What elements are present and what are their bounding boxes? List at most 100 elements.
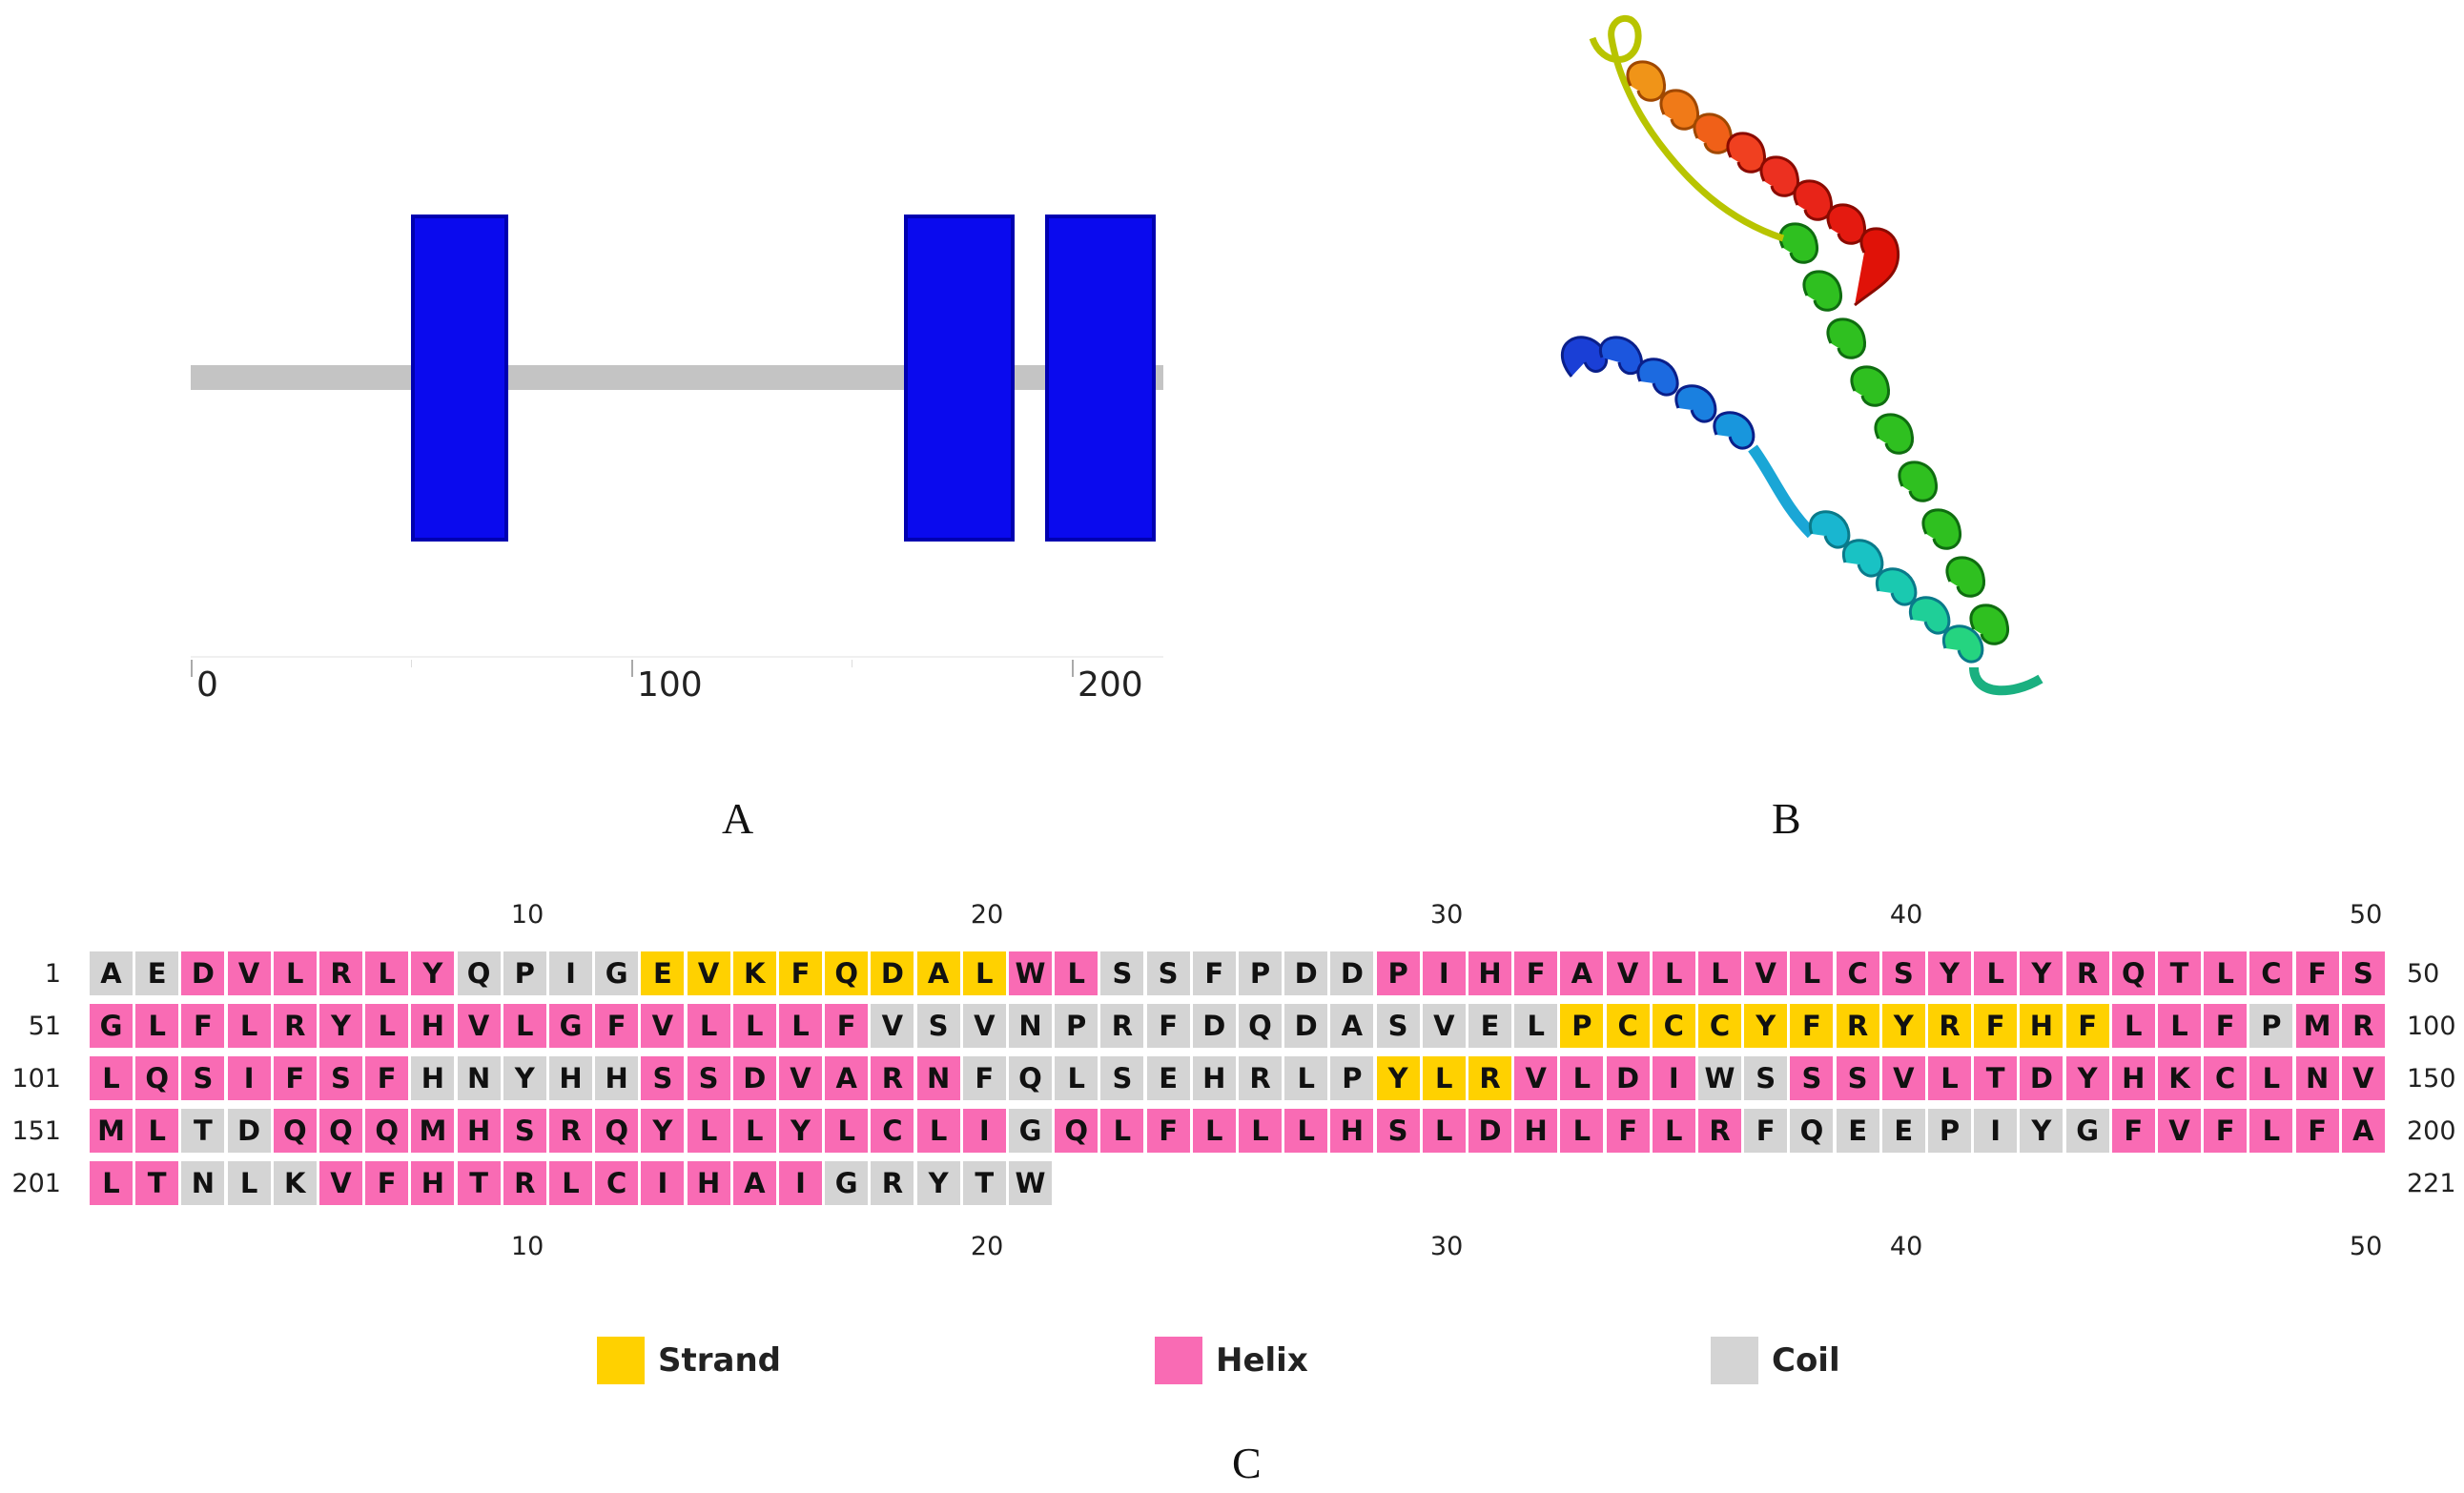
ruler-label: 50 <box>2349 900 2383 930</box>
row-end-label: 200 <box>2407 1116 2456 1146</box>
row-start-label: 101 <box>11 1064 61 1094</box>
residue-cell: M <box>2295 1004 2339 1048</box>
residue-cell: L <box>1422 1109 1466 1153</box>
residue-cell: C <box>595 1161 639 1205</box>
position-axis <box>191 656 1163 658</box>
residue-cell: H <box>1192 1056 1236 1100</box>
legend-swatch-strand <box>597 1337 645 1384</box>
ruler-label: 30 <box>1429 900 1464 930</box>
residue-cell: I <box>549 951 592 995</box>
residue-cell: C <box>1652 1004 1695 1048</box>
residue-cell: A <box>916 951 960 995</box>
residue-cell: W <box>1009 951 1052 995</box>
residue-cell: L <box>2249 1109 2293 1153</box>
residue-cell: Y <box>2020 951 2064 995</box>
residue-cell: H <box>1330 1109 1374 1153</box>
residue-cell: L <box>2158 1004 2201 1048</box>
residue-cell: L <box>779 1004 822 1048</box>
residue-cell: L <box>1974 951 2018 995</box>
residue-cell: G <box>1009 1109 1052 1153</box>
residue-cell: D <box>1330 951 1374 995</box>
legend-swatch-helix <box>1155 1337 1202 1384</box>
domain-box-3 <box>1045 215 1156 542</box>
residue-cell: R <box>319 951 362 995</box>
residue-cell: H <box>2111 1056 2155 1100</box>
residue-cell: A <box>90 951 133 995</box>
residue-cell: L <box>90 1056 133 1100</box>
residue-cell: E <box>1836 1109 1879 1153</box>
residue-cell: S <box>916 1004 960 1048</box>
legend-item-helix: Helix <box>1155 1337 1308 1384</box>
residue-cell: K <box>2158 1056 2201 1100</box>
residue-cell: Q <box>825 951 869 995</box>
residue-cell: Q <box>365 1109 409 1153</box>
residue-cell: D <box>871 951 914 995</box>
residue-cell: F <box>1744 1109 1788 1153</box>
residue-cell: Q <box>457 951 501 995</box>
residue-cell: K <box>732 951 776 995</box>
residue-cell: R <box>1239 1056 1282 1100</box>
residue-cell: S <box>641 1056 685 1100</box>
legend-label-strand: Strand <box>658 1341 781 1380</box>
legend-label-coil: Coil <box>1772 1341 1840 1380</box>
ruler-label: 10 <box>510 900 544 930</box>
residue-cell: C <box>1698 1004 1741 1048</box>
residue-cell: L <box>365 951 409 995</box>
residue-cell: R <box>503 1161 546 1205</box>
residue-cell: S <box>2341 951 2385 995</box>
residue-cell: N <box>2295 1056 2339 1100</box>
residue-cell: V <box>1514 1056 1558 1100</box>
residue-cell: Y <box>1376 1056 1420 1100</box>
residue-cell: H <box>549 1056 592 1100</box>
residue-cell: L <box>1100 1109 1144 1153</box>
residue-cell: L <box>227 1004 271 1048</box>
residue-cell: F <box>1514 951 1558 995</box>
residue-cell: A <box>1560 951 1604 995</box>
residue-cell: F <box>962 1056 1006 1100</box>
helix-segment-orange <box>1626 60 1733 154</box>
residue-cell: G <box>595 951 639 995</box>
ruler-label: 20 <box>970 1232 1004 1261</box>
residue-cell: H <box>595 1056 639 1100</box>
residue-cell: L <box>1790 951 1834 995</box>
residue-cell: V <box>1422 1004 1466 1048</box>
residue-cell: Y <box>411 951 455 995</box>
axis-tick-label: 200 <box>1078 665 1143 705</box>
residue-cell: V <box>641 1004 685 1048</box>
residue-cell: F <box>273 1056 317 1100</box>
residue-cell: E <box>641 951 685 995</box>
ruler-label: 40 <box>1889 1232 1923 1261</box>
residue-cell: R <box>871 1056 914 1100</box>
residue-cell: S <box>1146 951 1190 995</box>
residue-cell: E <box>1146 1056 1190 1100</box>
residue-cell: F <box>1146 1109 1190 1153</box>
row-end-label: 150 <box>2407 1064 2456 1094</box>
residue-cell: T <box>457 1161 501 1205</box>
residue-cell: P <box>1928 1109 1971 1153</box>
residue-cell: T <box>2158 951 2201 995</box>
residue-cell: L <box>365 1004 409 1048</box>
residue-cell: F <box>2065 1004 2109 1048</box>
domain-box-2 <box>904 215 1015 542</box>
residue-cell: F <box>595 1004 639 1048</box>
residue-cell: V <box>1606 951 1650 995</box>
residue-cell: S <box>1790 1056 1834 1100</box>
residue-cell: R <box>1928 1004 1971 1048</box>
helix-segment-red <box>1726 132 1900 307</box>
residue-cell: R <box>1698 1109 1741 1153</box>
row-end-label: 221 <box>2407 1169 2456 1198</box>
residue-cell: F <box>1146 1004 1190 1048</box>
residue-cell: N <box>457 1056 501 1100</box>
residue-cell: E <box>1468 1004 1511 1048</box>
residue-cell: D <box>1606 1056 1650 1100</box>
residue-cell: Q <box>1790 1109 1834 1153</box>
residue-cell: L <box>687 1004 730 1048</box>
axis-tick-label: 0 <box>196 665 218 705</box>
residue-cell: L <box>1422 1056 1466 1100</box>
residue-cell: L <box>90 1161 133 1205</box>
residue-cell: V <box>779 1056 822 1100</box>
panel-label-c: C <box>1232 1439 1262 1487</box>
residue-cell: S <box>1100 951 1144 995</box>
residue-cell: P <box>1055 1004 1099 1048</box>
